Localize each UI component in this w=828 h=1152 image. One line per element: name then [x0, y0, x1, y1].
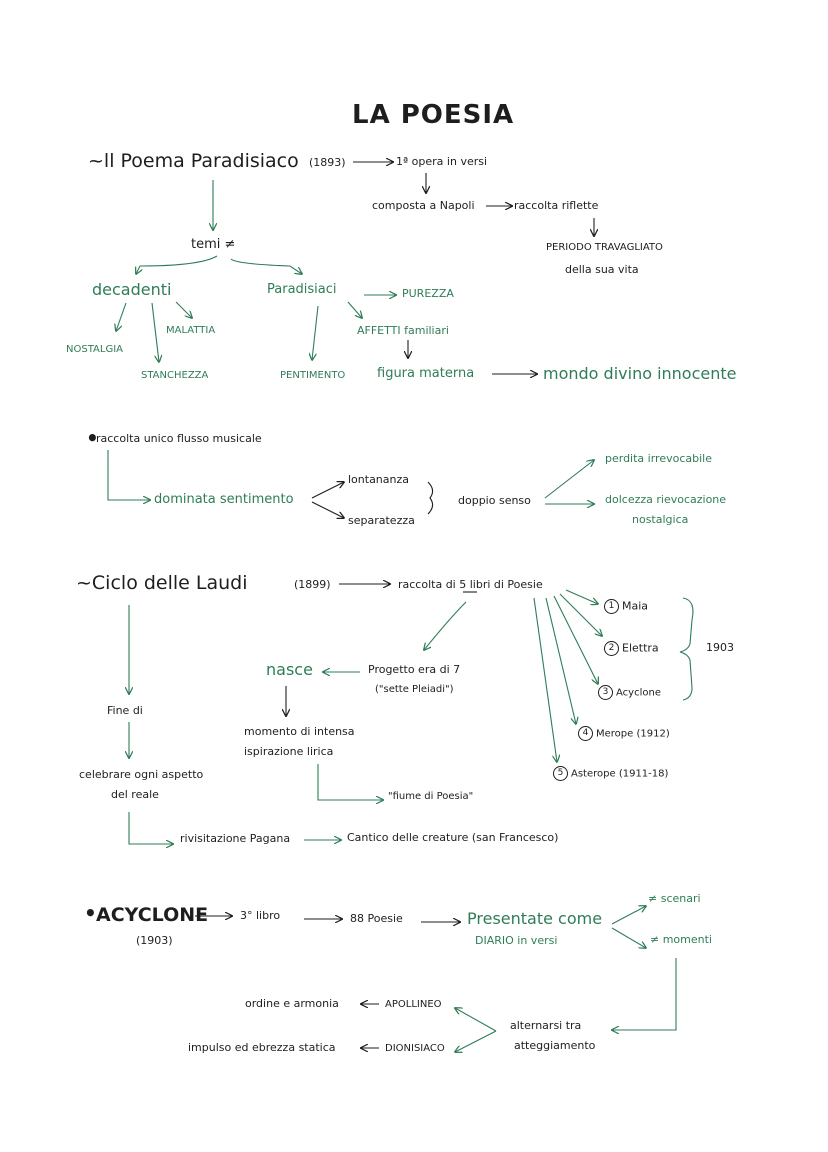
node-figura-materna: figura materna: [377, 366, 475, 381]
node-first-opera: 1ª opera in versi: [396, 155, 488, 168]
node-dolcezza: dolcezza rievocazione: [605, 493, 727, 506]
node-dionisiaco: DIONISIACO: [385, 1043, 445, 1054]
year-label: (1899): [294, 578, 331, 591]
node-impulso: impulso ed ebrezza statica: [188, 1041, 336, 1054]
node-affetti-familiari: AFFETTI familiari: [357, 324, 449, 337]
node-composta: composta a Napoli: [372, 199, 475, 212]
node-decadenti: decadenti: [92, 280, 172, 299]
node-malattia: MALATTIA: [166, 325, 216, 336]
node-fine-di: Fine di: [107, 704, 143, 717]
bullet-dot: •: [86, 426, 99, 450]
node-nostalgia: NOSTALGIA: [66, 344, 123, 355]
node-atteggiamento: atteggiamento: [514, 1039, 596, 1052]
node-fiume: "fiume di Poesia": [388, 791, 474, 802]
node-mondo-divino: mondo divino innocente: [543, 364, 737, 383]
node-doppio-senso: doppio senso: [458, 494, 531, 507]
node-ordine: ordine e armonia: [245, 997, 339, 1010]
node-presentate: Presentate come: [467, 909, 603, 928]
node-progetto: Progetto era di 7: [368, 663, 461, 676]
node-periodo: PERIODO TRAVAGLIATO: [546, 242, 663, 253]
node-nostalgica: nostalgica: [632, 513, 689, 526]
node-cantico: Cantico delle creature (san Francesco): [347, 831, 559, 844]
node-alternarsi: alternarsi tra: [510, 1019, 582, 1032]
node-dominata: dominata sentimento: [154, 492, 294, 507]
node-raccolta-5-libri: raccolta di 5 libri di Poesie: [398, 578, 543, 591]
node-del-reale: del reale: [111, 788, 159, 801]
node-della-sua-vita: della sua vita: [565, 263, 639, 276]
node-3-libro: 3° libro: [240, 909, 281, 922]
node-lontananza: lontananza: [348, 473, 410, 486]
node-rivisitazione: rivisitazione Pagana: [180, 832, 291, 845]
node-sette-pleiadi: ("sette Pleiadi"): [375, 684, 454, 695]
node-momenti: ≠ momenti: [650, 933, 712, 946]
node-raccolta-riflette: raccolta riflette: [514, 199, 599, 212]
node-nasce: nasce: [266, 660, 313, 679]
node-momento: momento di intensa: [244, 725, 355, 738]
node-apollineo: APOLLINEO: [385, 999, 442, 1010]
year-brace-label: 1903: [706, 641, 734, 654]
node-perdita: perdita irrevocabile: [605, 452, 712, 465]
bullet-dot: •: [84, 901, 97, 925]
node-scenari: ≠ scenari: [648, 892, 701, 905]
node-pentimento: PENTIMENTO: [280, 370, 346, 381]
node-stanchezza: STANCHEZZA: [141, 370, 209, 381]
section-heading-acyclone: ACYCLONE: [96, 904, 209, 926]
node-ispirazione: ispirazione lirica: [244, 745, 334, 758]
node-paradisiaci: Paradisiaci: [267, 282, 337, 297]
section-heading-laudi: ~Ciclo delle Laudi: [76, 572, 248, 594]
node-raccolta-flusso: raccolta unico flusso musicale: [96, 432, 262, 445]
year-label: (1893): [309, 156, 346, 169]
year-label: (1903): [136, 934, 173, 947]
node-separatezza: separatezza: [348, 514, 415, 527]
node-celebrare: celebrare ogni aspetto: [79, 768, 204, 781]
page-title: LA POESIA: [352, 100, 515, 130]
node-88-poesie: 88 Poesie: [350, 912, 403, 925]
node-purezza: PUREZZA: [402, 287, 454, 300]
node-diario: DIARIO in versi: [475, 934, 558, 947]
section-heading-poema-paradisiaco: ~ll Poema Paradisiaco: [88, 150, 299, 172]
node-temi: temi ≠: [191, 237, 236, 252]
